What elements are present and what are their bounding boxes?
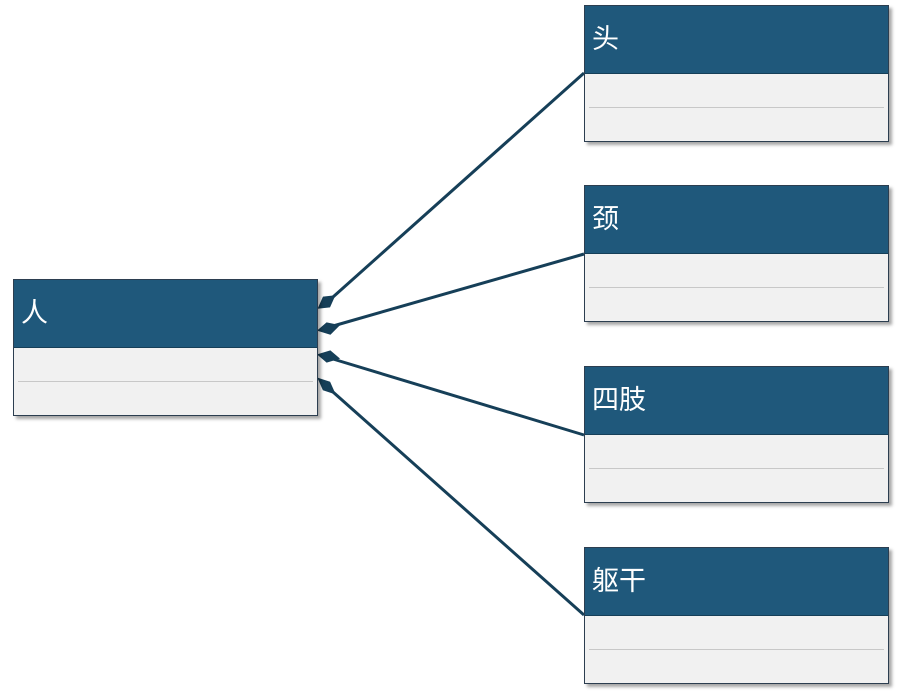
class-torso-attributes xyxy=(589,616,884,650)
class-neck-name: 颈 xyxy=(585,186,888,254)
composition-person-torso xyxy=(332,390,585,617)
class-torso-name: 躯干 xyxy=(585,548,888,616)
class-neck[interactable]: 颈 xyxy=(584,185,889,322)
class-torso[interactable]: 躯干 xyxy=(584,547,889,684)
class-head-name: 头 xyxy=(585,6,888,74)
class-person-name: 人 xyxy=(14,280,317,348)
composition-person-head xyxy=(332,71,585,299)
class-head-attributes xyxy=(589,74,884,108)
class-person-methods xyxy=(14,382,317,416)
class-limbs[interactable]: 四肢 xyxy=(584,366,889,503)
composition-person-neck xyxy=(332,252,585,328)
composition-diamond-torso xyxy=(317,377,336,395)
class-limbs-attributes xyxy=(589,435,884,469)
class-limbs-methods xyxy=(585,469,888,503)
class-torso-methods xyxy=(585,650,888,684)
class-neck-methods xyxy=(585,288,888,322)
composition-diamond-neck xyxy=(316,322,341,335)
class-person-attributes xyxy=(18,348,313,382)
composition-person-limbs xyxy=(332,357,585,437)
composition-diamond-head xyxy=(317,295,336,309)
composition-diamond-limbs xyxy=(316,350,341,363)
class-person[interactable]: 人 xyxy=(13,279,318,416)
class-head[interactable]: 头 xyxy=(584,5,889,142)
class-head-methods xyxy=(585,108,888,142)
class-limbs-name: 四肢 xyxy=(585,367,888,435)
class-neck-attributes xyxy=(589,254,884,288)
